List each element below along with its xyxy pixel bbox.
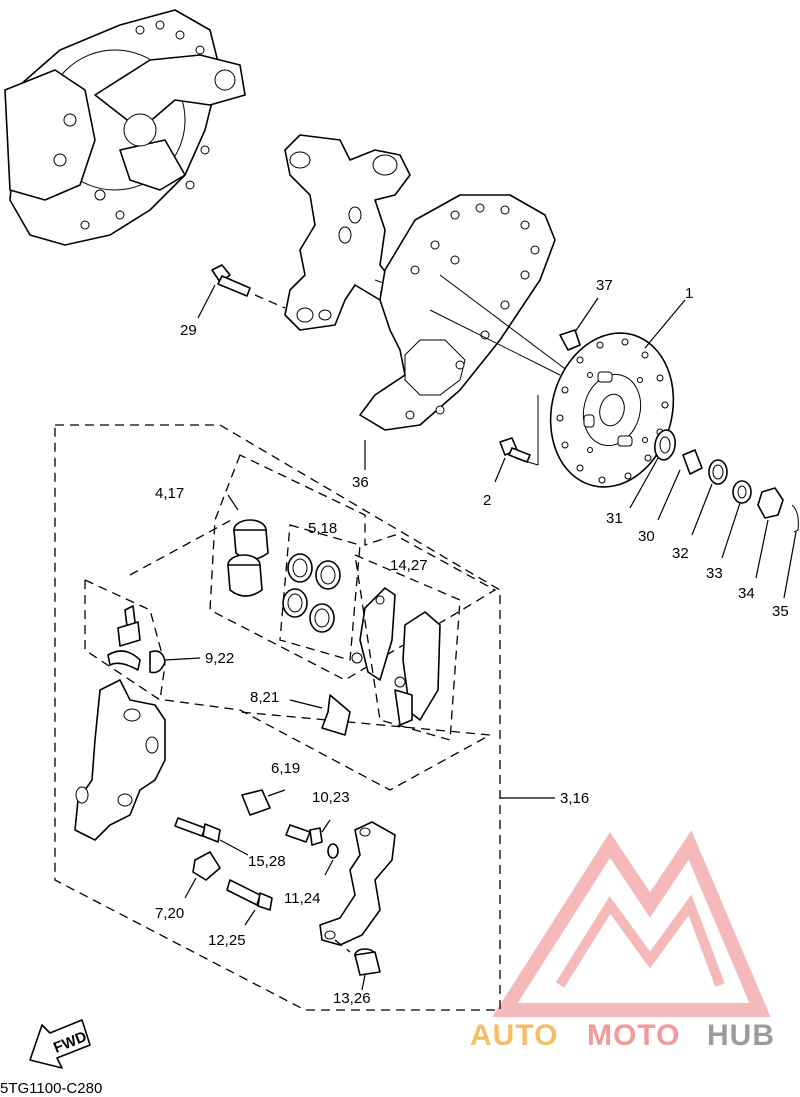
callout-labels: 1 37 29 36 2 31 30 32 33 34 35 4,17 5,18… [155, 277, 789, 1007]
watermark-text: AUTO MOTO HUB [470, 1019, 775, 1052]
callout-31: 31 [606, 510, 623, 527]
caliper-body [74, 679, 166, 841]
caliper-bracket [319, 821, 396, 953]
bleed-screw-9-22 [107, 605, 201, 674]
callout-12-25: 12,25 [208, 932, 246, 949]
callout-33: 33 [706, 565, 723, 582]
bolt-2 [494, 395, 539, 483]
callout-14-27: 14,27 [390, 557, 428, 574]
steering-knuckle [284, 134, 446, 331]
callout-1: 1 [685, 285, 693, 302]
caliper-pins [174, 789, 339, 926]
brake-disc-1 [549, 299, 686, 488]
assembled-hub-view [4, 9, 246, 246]
callout-32: 32 [672, 545, 689, 562]
sleeve-13-26 [354, 948, 381, 991]
callout-5-18: 5,18 [308, 520, 337, 537]
callout-6-19: 6,19 [271, 760, 300, 777]
watermark-moto: MOTO [587, 1019, 680, 1052]
diagram-code: 5TG1100-C280 [0, 1080, 102, 1097]
callout-4-17: 4,17 [155, 485, 184, 502]
disc-guard-36 [359, 194, 556, 470]
hub-bearing-parts [629, 429, 799, 599]
callout-3-16: 3,16 [560, 790, 589, 807]
callout-9-22: 9,22 [205, 650, 234, 667]
callout-10-23: 10,23 [312, 789, 350, 806]
callout-8-21: 8,21 [250, 689, 279, 706]
piston-seals-5-18 [279, 524, 361, 661]
callout-15-28: 15,28 [248, 853, 286, 870]
callout-34: 34 [738, 585, 755, 602]
caliper-pistons-4-17 [227, 494, 269, 597]
callout-13-26: 13,26 [333, 990, 371, 1007]
bolt-37 [559, 297, 599, 351]
bolt-29 [197, 264, 286, 319]
caliper-kit-outline [54, 424, 555, 1011]
callout-7-20: 7,20 [155, 905, 184, 922]
callout-37: 37 [596, 277, 613, 294]
brake-pads-14-27 [351, 553, 461, 741]
callout-11-24: 11,24 [284, 890, 320, 907]
callout-2: 2 [483, 492, 491, 509]
watermark-logo [492, 830, 771, 1017]
pad-spring-8-21 [289, 694, 351, 736]
fwd-arrow-icon [29, 1019, 91, 1069]
watermark-hub: HUB [707, 1019, 775, 1052]
callout-36: 36 [352, 474, 369, 491]
callout-35: 35 [772, 603, 789, 620]
watermark-auto: AUTO [470, 1019, 558, 1052]
callout-29: 29 [180, 322, 197, 339]
callout-30: 30 [638, 528, 655, 545]
